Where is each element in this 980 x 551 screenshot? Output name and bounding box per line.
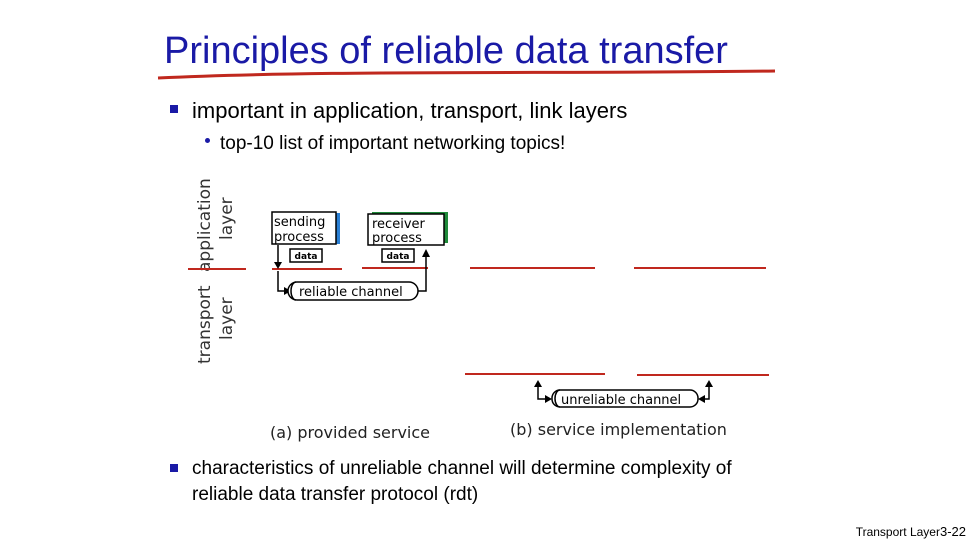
receiver-process-label-2: process <box>372 231 422 246</box>
receiver-process-box <box>367 213 445 246</box>
data-label-recv: data <box>387 252 410 262</box>
bullet-important-layers: important in application, transport, lin… <box>170 98 627 124</box>
sending-process-box <box>271 211 337 245</box>
send-to-channel-line <box>277 271 286 292</box>
unreliable-up-arrowhead-right <box>705 380 713 387</box>
square-bullet-icon <box>170 463 178 472</box>
unreliable-channel-label: unreliable channel <box>561 393 681 408</box>
data-box-recv <box>381 248 415 263</box>
title-underline <box>157 69 776 80</box>
bullet-text: characteristics of unreliable channel wi… <box>192 458 732 505</box>
layer-label-transport: transport <box>195 285 215 364</box>
bullet-text: important in application, transport, lin… <box>192 98 628 123</box>
sub-bullet-top10: top-10 list of important networking topi… <box>205 133 565 155</box>
sending-process-label-2: process <box>274 230 324 245</box>
send-down-arrowhead <box>274 262 282 269</box>
slide-footer: Transport Layer3-22 <box>856 524 966 539</box>
footer-page-number: 3-22 <box>939 524 966 539</box>
unreliable-in-line <box>537 385 546 400</box>
reliable-channel-label: reliable channel <box>299 285 403 300</box>
caption-service-implementation: (b) service implementation <box>510 420 727 439</box>
slide-title: Principles of reliable data transfer <box>164 30 728 72</box>
reliable-channel-pipe-end <box>290 281 297 301</box>
unreliable-channel-pipe-end <box>554 389 561 408</box>
reliable-channel-pipe <box>287 281 419 301</box>
caption-provided-service: (a) provided service <box>270 423 430 442</box>
layer-label-application: application <box>195 178 215 272</box>
data-box-send <box>289 248 323 263</box>
unreliable-out-arrowhead <box>698 395 705 403</box>
square-bullet-icon <box>170 105 178 114</box>
unreliable-up-arrowhead-left <box>534 380 542 387</box>
recv-up-arrowhead <box>422 249 430 257</box>
footer-label: Transport Layer <box>855 525 940 539</box>
layer-label-transport-layer: layer <box>217 297 237 340</box>
receiver-process-label-1: receiver <box>372 217 426 232</box>
unreliable-channel-pipe <box>551 389 699 408</box>
channel-to-recv-line <box>418 256 427 292</box>
sub-bullet-text: top-10 list of important networking topi… <box>220 133 566 154</box>
bullet-unreliable-characteristics: characteristics of unreliable channel wi… <box>170 456 752 508</box>
sending-process-label-1: sending <box>274 215 325 230</box>
dot-bullet-icon <box>205 138 210 144</box>
unreliable-in-arrowhead <box>545 395 552 403</box>
layer-label-application-layer: layer <box>217 197 237 240</box>
data-label-send: data <box>295 252 318 262</box>
